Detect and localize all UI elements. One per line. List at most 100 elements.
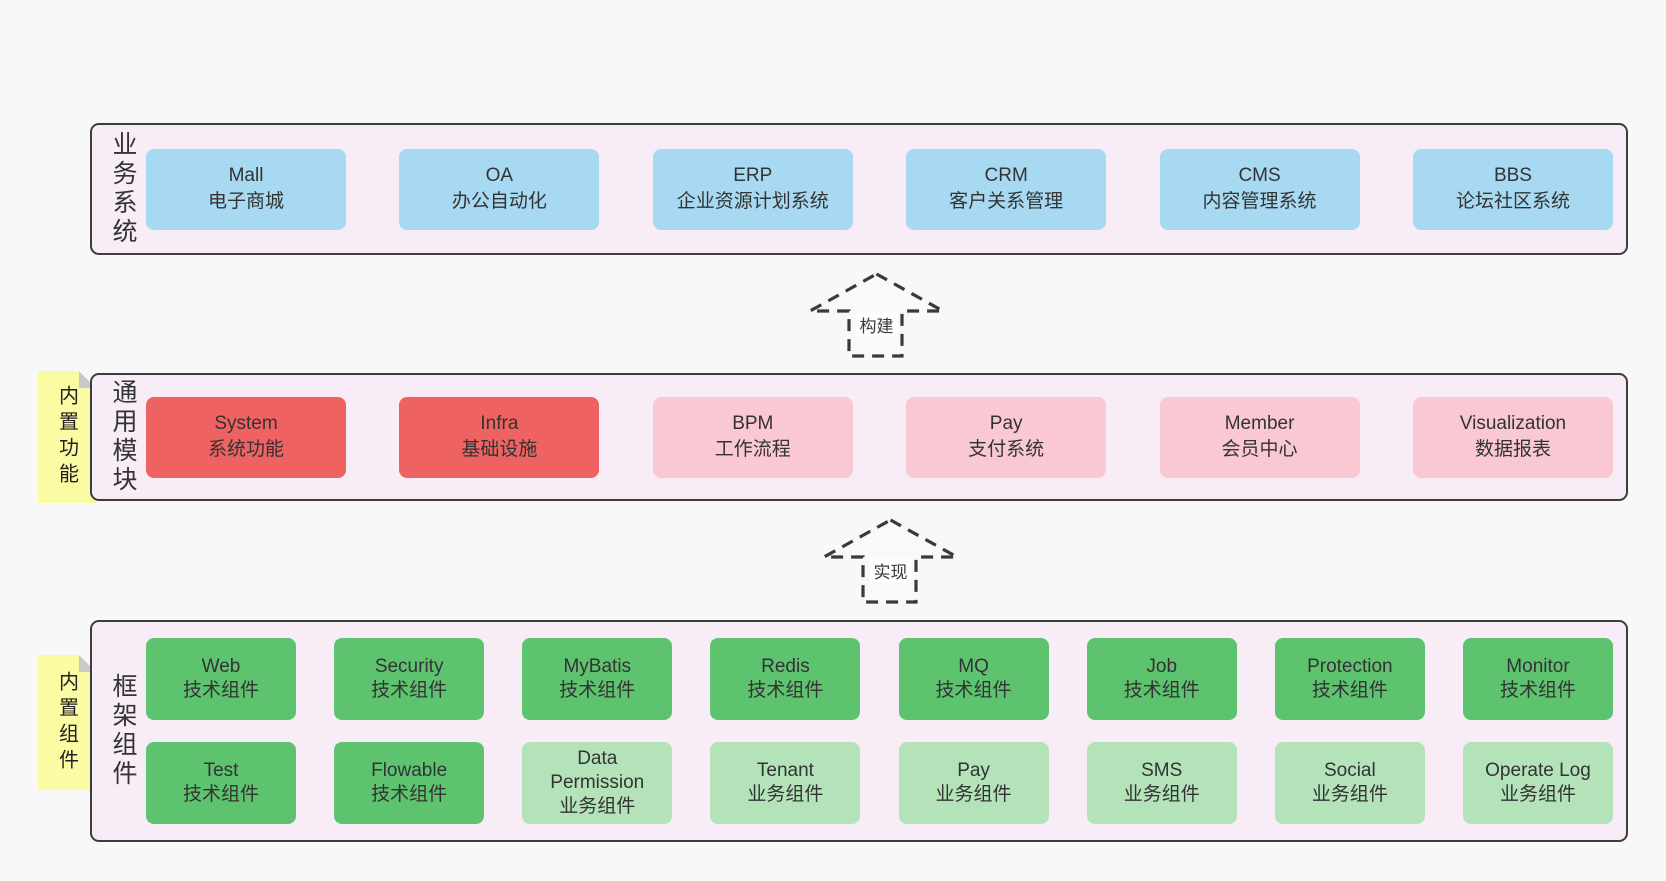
component-name: ERP [733, 165, 773, 186]
component-box-pay: Pay 支付系统 [906, 396, 1107, 478]
component-name: Pay [957, 760, 990, 781]
sticky-tab-label: 内置功能 [55, 385, 78, 489]
component-name: BBS [1493, 165, 1532, 186]
component-desc: 技术组件 [1499, 680, 1576, 701]
component-desc: 论坛社区系统 [1455, 191, 1570, 212]
component-box-operate-log: Operate Log 业务组件 [1462, 742, 1613, 824]
component-box-data-permission: Data Permission 业务组件 [522, 742, 673, 824]
arrow-label: 实现 [869, 558, 912, 583]
component-desc: 企业资源计划系统 [676, 191, 829, 212]
component-desc: 业务组件 [935, 784, 1012, 805]
band-label: 框架组件 [109, 673, 137, 789]
component-desc: 业务组件 [1499, 784, 1576, 805]
component-box-cms: CMS 内容管理系统 [1159, 148, 1360, 230]
component-desc: 内容管理系统 [1202, 191, 1317, 212]
component-box-system: System 系统功能 [146, 396, 346, 478]
component-name: Member [1224, 413, 1295, 434]
component-name: System [214, 413, 278, 434]
component-name: BPM [732, 413, 774, 434]
component-name: Web [201, 656, 241, 677]
component-name: Pay [989, 413, 1023, 434]
component-desc: 技术组件 [371, 680, 448, 701]
component-box-member: Member 会员中心 [1159, 396, 1360, 478]
component-desc: 技术组件 [1311, 680, 1388, 701]
component-desc: 系统功能 [207, 439, 284, 460]
component-desc: 客户关系管理 [949, 191, 1064, 212]
component-name: Test [203, 760, 239, 781]
band-label: 业务系统 [109, 131, 137, 247]
component-desc: 业务组件 [559, 796, 636, 817]
component-box-web: Web 技术组件 [146, 638, 296, 720]
component-desc: 数据报表 [1474, 439, 1551, 460]
component-desc: 业务组件 [747, 784, 824, 805]
component-box-social: Social 业务组件 [1274, 742, 1425, 824]
component-desc: 技术组件 [747, 680, 824, 701]
arrow-implement-icon: 实现 [817, 518, 964, 604]
arrow-build-icon: 构建 [803, 272, 950, 358]
component-box-flowable: Flowable 技术组件 [334, 742, 485, 824]
component-desc: 业务组件 [1311, 784, 1388, 805]
component-box-redis: Redis 技术组件 [710, 638, 861, 720]
component-box-crm: CRM 客户关系管理 [906, 148, 1107, 230]
band-content: Mall 电子商城 OA 办公自动化 ERP 企业资源计划系统 CRM 客户关系管理 CMS 内容… [146, 125, 1613, 253]
component-box-mall: Mall 电子商城 [146, 148, 346, 230]
band-business-systems: 业务系统 Mall 电子商城 OA 办公自动化 ERP 企业资源计划系统 CRM 客户关系管理… [90, 123, 1628, 255]
component-box-oa: OA 办公自动化 [399, 148, 600, 230]
component-desc: 技术组件 [182, 680, 259, 701]
component-desc: 技术组件 [559, 680, 636, 701]
component-desc: 技术组件 [935, 680, 1012, 701]
component-box-erp: ERP 企业资源计划系统 [652, 148, 853, 230]
component-box-monitor: Monitor 技术组件 [1462, 638, 1613, 720]
component-name: Operate Log [1485, 760, 1591, 781]
component-name: MyBatis [563, 656, 632, 677]
component-box-security: Security 技术组件 [334, 638, 485, 720]
band-label: 通用模块 [109, 379, 137, 495]
arrow-label: 构建 [855, 312, 898, 337]
component-name: Flowable [371, 760, 448, 781]
component-box-pay: Pay 业务组件 [898, 742, 1049, 824]
component-row: Mall 电子商城 OA 办公自动化 ERP 企业资源计划系统 CRM 客户关系管理 CMS 内容… [146, 148, 1613, 230]
component-box-mybatis: MyBatis 技术组件 [522, 638, 673, 720]
component-name: Monitor [1506, 656, 1570, 677]
component-desc: 业务组件 [1123, 784, 1200, 805]
component-name: Visualization [1459, 413, 1567, 434]
sticky-tab-builtin-features: 内置功能 [38, 371, 96, 503]
component-desc: 电子商城 [207, 191, 284, 212]
component-desc: 工作流程 [714, 439, 791, 460]
component-name: Tenant [756, 760, 814, 781]
component-desc: 办公自动化 [451, 191, 547, 212]
component-box-bbs: BBS 论坛社区系统 [1412, 148, 1613, 230]
component-desc: 技术组件 [182, 784, 259, 805]
component-desc: 基础设施 [461, 439, 538, 460]
component-box-tenant: Tenant 业务组件 [710, 742, 861, 824]
component-name: Security [374, 656, 444, 677]
component-name: Redis [761, 656, 810, 677]
sticky-tab-builtin-components: 内置组件 [38, 655, 96, 790]
component-name: Protection [1307, 656, 1393, 677]
component-name: MQ [958, 656, 989, 677]
component-box-protection: Protection 技术组件 [1274, 638, 1425, 720]
component-name: Job [1146, 656, 1178, 677]
component-name: OA [485, 165, 514, 186]
component-desc: 会员中心 [1221, 439, 1298, 460]
component-name: CMS [1238, 165, 1281, 186]
component-box-bpm: BPM 工作流程 [652, 396, 853, 478]
component-name: Mall [228, 165, 264, 186]
component-box-test: Test 技术组件 [146, 742, 296, 824]
component-desc: 技术组件 [371, 784, 448, 805]
component-name: Data Permission [550, 748, 645, 793]
component-name: CRM [984, 165, 1028, 186]
component-name: Social [1323, 760, 1376, 781]
component-box-visualization: Visualization 数据报表 [1412, 396, 1613, 478]
component-desc: 支付系统 [968, 439, 1045, 460]
sticky-tab-label: 内置组件 [55, 670, 78, 775]
